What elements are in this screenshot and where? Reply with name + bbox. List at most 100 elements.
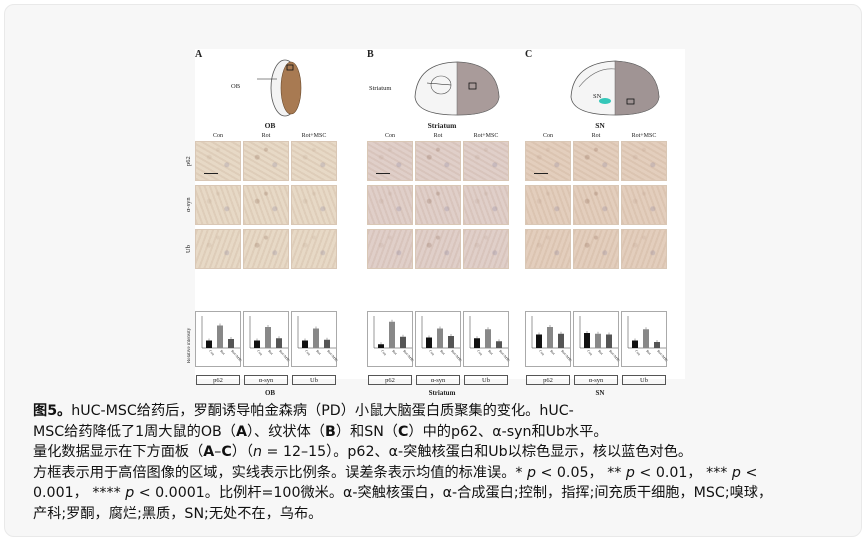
micrograph-tile bbox=[243, 185, 289, 225]
chart-title: Ub bbox=[464, 375, 508, 385]
bar-con bbox=[254, 340, 260, 348]
x-tick-label: Rot bbox=[391, 349, 397, 356]
bar-rot-msc bbox=[558, 333, 564, 348]
bar-rot bbox=[595, 333, 601, 348]
x-tick-label: Con bbox=[428, 349, 435, 356]
x-tick-label: Rot bbox=[645, 349, 651, 356]
micrograph-tile bbox=[415, 141, 461, 181]
roi-box bbox=[286, 64, 294, 71]
micrograph-tile bbox=[195, 185, 241, 225]
region-bottom-label: Striatum bbox=[428, 389, 456, 397]
bar-rot-msc bbox=[496, 341, 502, 348]
scale-bar bbox=[534, 172, 548, 174]
bar-chart-svg: Con Rot Rot+MSC bbox=[421, 316, 462, 363]
caption-line: MSC给药降低了1周大鼠的OB（A）、纹状体（B）和SN（C）中的p62、α-s… bbox=[33, 423, 608, 440]
x-tick-label: Rot bbox=[315, 349, 321, 356]
x-tick-label: Con bbox=[256, 349, 263, 356]
bar-rot bbox=[217, 325, 223, 348]
micrograph-tile bbox=[621, 229, 667, 269]
region-title: SN bbox=[595, 121, 605, 130]
micrograph-tile bbox=[573, 185, 619, 225]
roi-box bbox=[626, 98, 635, 105]
row-label: Ub bbox=[185, 245, 192, 253]
panel-letter: A bbox=[195, 49, 203, 60]
x-tick-label: Con bbox=[476, 349, 483, 356]
column-header: Rot+MSC bbox=[301, 133, 327, 139]
micrograph-tile bbox=[195, 141, 241, 181]
brain-region-label: SN bbox=[593, 93, 602, 100]
micrograph-tile bbox=[367, 229, 413, 269]
micrograph-tile bbox=[463, 141, 509, 181]
stained-hemisphere bbox=[456, 61, 500, 116]
chart-title: α-syn bbox=[244, 375, 288, 385]
x-tick-label: Rot bbox=[219, 349, 225, 356]
micrograph-tile bbox=[291, 141, 337, 181]
micrograph-tile bbox=[525, 185, 571, 225]
caption-line: 产科;罗酮，腐烂;黑质，SN;无处不在，乌布。 bbox=[33, 505, 323, 522]
micrograph-tile bbox=[621, 141, 667, 181]
bar-con bbox=[584, 333, 590, 348]
micrograph-tile bbox=[463, 229, 509, 269]
micrograph-tile bbox=[291, 229, 337, 269]
chart-title: α-syn bbox=[574, 375, 618, 385]
x-tick-label: Rot+MSC bbox=[402, 349, 414, 363]
x-tick-label: Rot bbox=[439, 349, 445, 356]
bar-chart-svg: Con Rot Rot+MSC bbox=[373, 316, 414, 363]
brain-section-diagram bbox=[257, 59, 302, 117]
bar-con bbox=[632, 340, 638, 348]
bar-rot bbox=[313, 328, 319, 348]
micrograph-tile bbox=[573, 229, 619, 269]
bar-rot bbox=[547, 327, 553, 348]
bar-chart: Con Rot Rot+MSC bbox=[367, 311, 414, 367]
bar-rot bbox=[643, 329, 649, 348]
micrograph-tile bbox=[525, 229, 571, 269]
region-title: OB bbox=[264, 121, 276, 130]
micrograph-tile bbox=[291, 185, 337, 225]
bar-chart: Con Rot Rot+MSC bbox=[415, 311, 462, 367]
micrograph-tile bbox=[415, 229, 461, 269]
x-tick-label: Rot bbox=[487, 349, 493, 356]
x-tick-label: Con bbox=[538, 349, 545, 356]
micrograph-tile bbox=[367, 141, 413, 181]
column-header: Rot+MSC bbox=[473, 133, 499, 139]
x-tick-label: Con bbox=[380, 349, 387, 356]
panel-letter: B bbox=[367, 49, 374, 60]
x-tick-label: Con bbox=[208, 349, 215, 356]
hippocampus-curve bbox=[578, 68, 616, 88]
bar-rot bbox=[265, 327, 271, 348]
bar-rot-msc bbox=[324, 339, 330, 348]
micrograph-tile bbox=[573, 141, 619, 181]
chart-title: p62 bbox=[526, 375, 570, 385]
column-header: Rot+MSC bbox=[631, 133, 657, 139]
x-tick-label: Rot bbox=[549, 349, 555, 356]
x-tick-label: Rot+MSC bbox=[450, 349, 462, 363]
chart-title: Ub bbox=[622, 375, 666, 385]
chart-title: Ub bbox=[292, 375, 336, 385]
bar-rot-msc bbox=[606, 334, 612, 348]
bar-rot-msc bbox=[276, 338, 282, 348]
micrograph-tile bbox=[525, 141, 571, 181]
brain-region-label: OB bbox=[231, 83, 241, 90]
region-bottom-label: SN bbox=[595, 389, 605, 397]
x-tick-label: Rot bbox=[267, 349, 273, 356]
stained-hemisphere bbox=[280, 61, 302, 115]
column-header: Con bbox=[384, 133, 395, 139]
bar-con bbox=[426, 337, 432, 348]
sn-highlight bbox=[599, 98, 611, 104]
caption-line: 方框表示用于高倍图像的区域，实线表示比例条。误差条表示均值的标准误。* p < … bbox=[33, 464, 758, 481]
bar-con bbox=[378, 344, 384, 348]
row-label: p62 bbox=[185, 156, 192, 166]
caption-line: 图5。hUC-MSC给药后，罗酮诱导帕金森病（PD）小鼠大脑蛋白质聚集的变化。h… bbox=[33, 403, 574, 419]
